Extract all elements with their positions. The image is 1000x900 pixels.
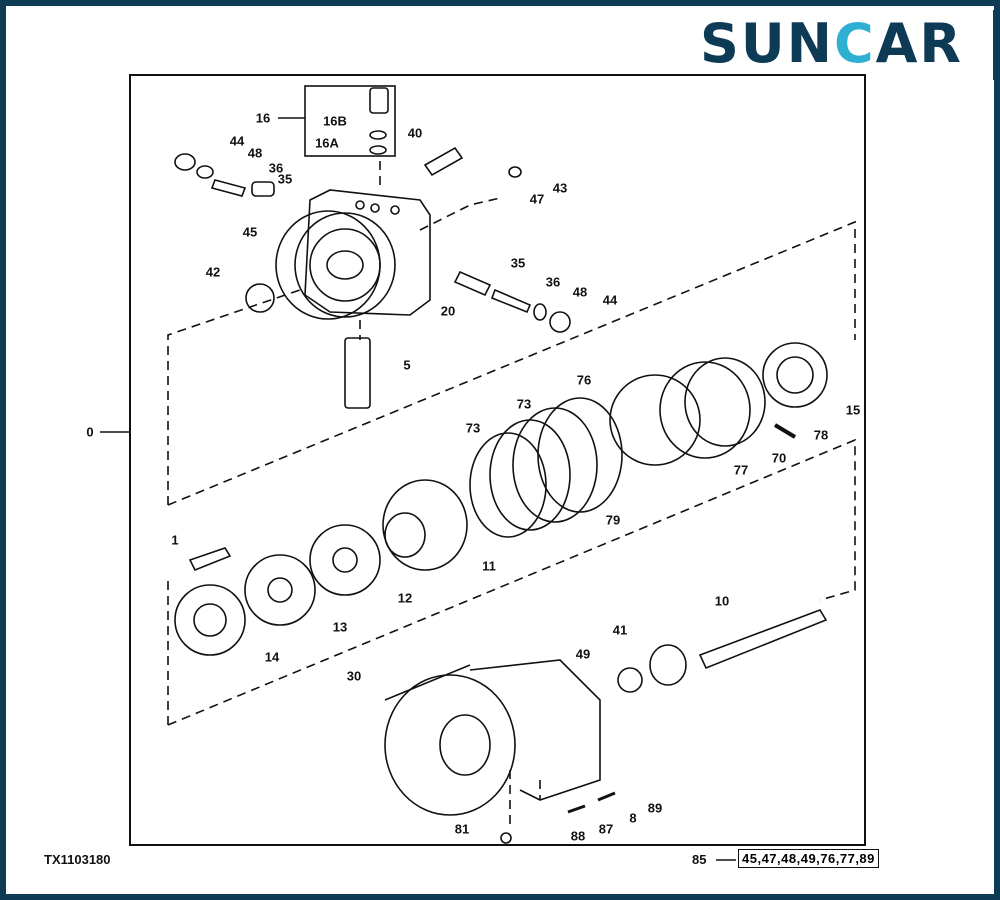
ring-stack — [469, 342, 828, 538]
callout: 41 — [612, 622, 628, 638]
callout: 76 — [576, 372, 592, 388]
callout: 30 — [346, 668, 362, 684]
callout: 81 — [454, 821, 470, 837]
suncar-logo: SUNCAR — [700, 12, 963, 75]
kit-number: 85 — [692, 852, 707, 867]
callout: 16B — [323, 113, 347, 129]
callout: 42 — [205, 264, 221, 280]
callout: 11 — [482, 558, 496, 574]
callout: 40 — [407, 125, 423, 141]
o-ring-45 — [275, 210, 381, 320]
callout: 87 — [598, 821, 614, 837]
callout: 73 — [465, 420, 481, 436]
callout: 88 — [570, 828, 586, 844]
callout: 48 — [572, 284, 588, 300]
callout: 15 — [845, 402, 861, 418]
callout: 36 — [268, 160, 284, 176]
kit-parts-box: 45,47,48,49,76,77,89 — [738, 849, 879, 868]
callout: 45 — [242, 224, 258, 240]
housing-30 — [384, 659, 601, 816]
valve-block-20 — [294, 189, 431, 318]
callout: 16 — [255, 110, 271, 126]
callout: 70 — [771, 450, 787, 466]
callout: 49 — [575, 646, 591, 662]
callout: 10 — [714, 593, 730, 609]
callout: 44 — [602, 292, 618, 308]
callout: 0 — [86, 424, 94, 440]
callout: 20 — [440, 303, 456, 319]
callout: 73 — [516, 396, 532, 412]
callout: 47 — [529, 191, 545, 207]
diagram-frame — [129, 74, 866, 846]
callout: 13 — [332, 619, 348, 635]
callout: 8 — [629, 810, 637, 826]
callout: 78 — [813, 427, 829, 443]
callout: 44 — [229, 133, 245, 149]
callout: 12 — [397, 590, 413, 606]
callout: 16A — [315, 135, 339, 151]
callout: 5 — [403, 357, 411, 373]
callout: 79 — [605, 512, 621, 528]
callout: 35 — [510, 255, 526, 271]
callout: 35 — [277, 171, 293, 187]
callout: 43 — [552, 180, 568, 196]
callout: 36 — [545, 274, 561, 290]
callout: 14 — [264, 649, 280, 665]
assembly-dashed-outlines — [167, 155, 856, 830]
drawing-id: TX1103180 — [44, 852, 111, 867]
callout: 89 — [647, 800, 663, 816]
callout: 1 — [171, 532, 179, 548]
callout: 48 — [247, 145, 263, 161]
callout: 77 — [733, 462, 749, 478]
